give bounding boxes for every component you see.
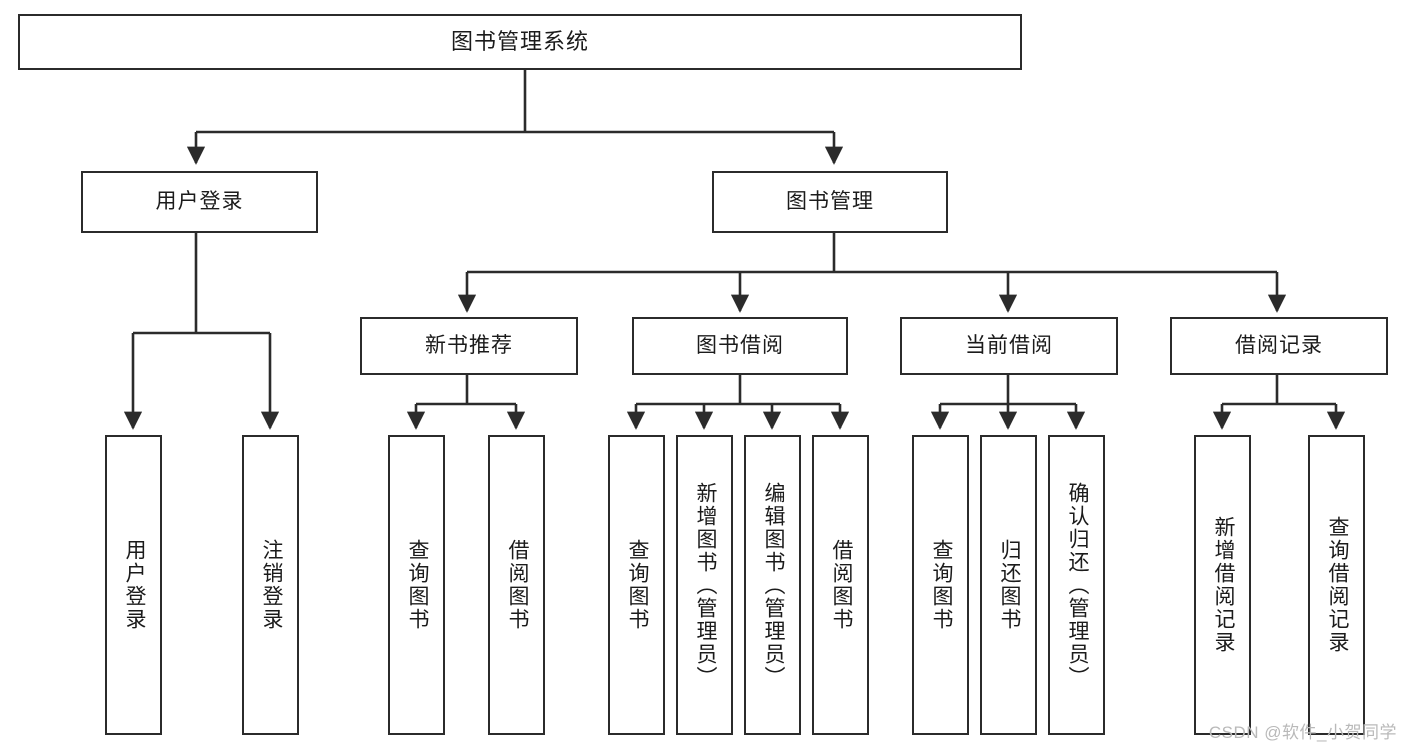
node-root-system[interactable]: 图书管理系统 — [18, 14, 1022, 70]
leaf-label: 查询图书 — [405, 539, 429, 631]
leaf-current-borrow-query-book[interactable]: 查询图书 — [912, 435, 969, 735]
leaf-book-borrow-query-book[interactable]: 查询图书 — [608, 435, 665, 735]
leaf-book-borrow-borrow-book[interactable]: 借阅图书 — [812, 435, 869, 735]
leaf-label: 借阅图书 — [505, 539, 529, 631]
leaf-label: 确认归还（管理员） — [1065, 481, 1089, 689]
leaf-label: 查询图书 — [625, 539, 649, 631]
leaf-borrow-record-query-record[interactable]: 查询借阅记录 — [1308, 435, 1365, 735]
leaf-label: 注销登录 — [259, 539, 283, 631]
node-book-management[interactable]: 图书管理 — [712, 171, 948, 233]
leaf-label: 新增借阅记录 — [1211, 516, 1235, 654]
leaf-borrow-record-add-record[interactable]: 新增借阅记录 — [1194, 435, 1251, 735]
node-user-login[interactable]: 用户登录 — [81, 171, 318, 233]
leaf-user-login-login[interactable]: 用户登录 — [105, 435, 162, 735]
leaf-label: 新增图书（管理员） — [693, 481, 717, 689]
leaf-book-borrow-add-book-admin[interactable]: 新增图书（管理员） — [676, 435, 733, 735]
leaf-label: 借阅图书 — [829, 539, 853, 631]
node-current-borrow[interactable]: 当前借阅 — [900, 317, 1118, 375]
node-book-borrow[interactable]: 图书借阅 — [632, 317, 848, 375]
leaf-current-borrow-confirm-return-admin[interactable]: 确认归还（管理员） — [1048, 435, 1105, 735]
leaf-label: 归还图书 — [997, 539, 1021, 631]
leaf-current-borrow-return-book[interactable]: 归还图书 — [980, 435, 1037, 735]
leaf-new-book-borrow-book[interactable]: 借阅图书 — [488, 435, 545, 735]
node-new-book-recommend[interactable]: 新书推荐 — [360, 317, 578, 375]
leaf-label: 用户登录 — [122, 539, 146, 631]
watermark-text: CSDN @软件_小贺同学 — [1208, 723, 1397, 742]
leaf-label: 查询图书 — [929, 539, 953, 631]
node-borrow-record[interactable]: 借阅记录 — [1170, 317, 1388, 375]
leaf-user-login-logout[interactable]: 注销登录 — [242, 435, 299, 735]
leaf-label: 查询借阅记录 — [1325, 516, 1349, 654]
leaf-book-borrow-edit-book-admin[interactable]: 编辑图书（管理员） — [744, 435, 801, 735]
leaf-new-book-query-book[interactable]: 查询图书 — [388, 435, 445, 735]
leaf-label: 编辑图书（管理员） — [761, 481, 785, 689]
